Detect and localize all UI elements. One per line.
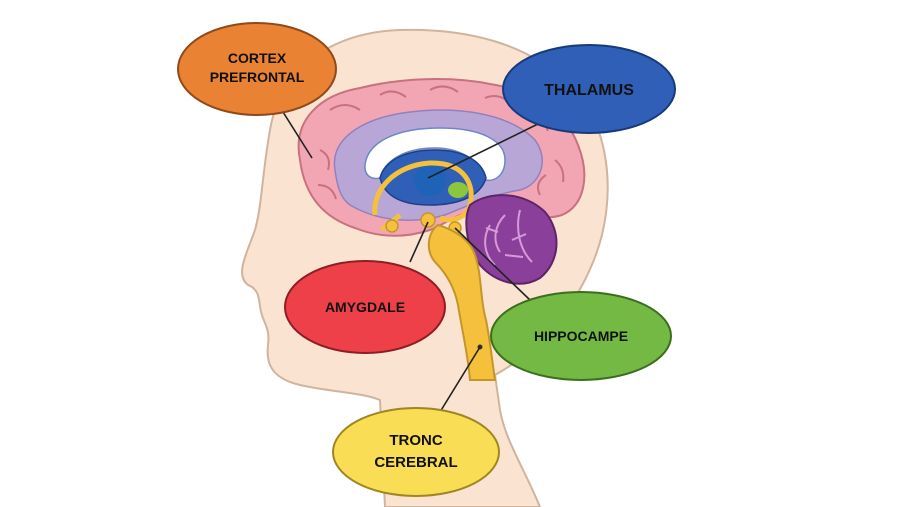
tronc-label-line1: TRONC [389,432,442,449]
label-tronc-cerebral: TRONC CEREBRAL [332,407,500,497]
cortex-label-line1: CORTEX [228,50,287,66]
thalamus-label: THALAMUS [544,82,634,99]
amygdala-node [420,212,436,228]
amygdale-ellipse [284,260,446,354]
label-hippocampe: HIPPOCAMPE [490,291,672,381]
hippocampe-label: HIPPOCAMPE [534,328,628,344]
cortex-leader-line [282,111,313,159]
cortex-ellipse [177,22,337,116]
connector-lines [282,111,541,413]
thalamus-core [414,164,446,196]
label-thalamus: THALAMUS [502,44,676,134]
thalamus-ellipse [502,44,676,134]
hippocampe-leader-line [454,227,531,301]
cerebellum-folds [484,209,533,266]
label-amygdale: AMYGDALE [284,260,446,354]
label-cortex-prefrontal: CORTEX PREFRONTAL [177,22,337,116]
amygdale-leader-line [409,221,429,263]
tronc-label-line2: CEREBRAL [374,454,457,471]
hippocampe-ellipse [490,291,672,381]
limbic-tract [372,160,474,223]
olfactory-bulb [385,219,399,233]
tronc-leader-line [439,346,481,413]
amygdale-label: AMYGDALE [325,299,405,315]
hypothalamus-green [448,182,468,198]
cortex-label-line2: PREFRONTAL [210,69,305,85]
tronc-ellipse [332,407,500,497]
thalamus-leader-line [427,122,541,179]
brain-stem [427,223,497,381]
